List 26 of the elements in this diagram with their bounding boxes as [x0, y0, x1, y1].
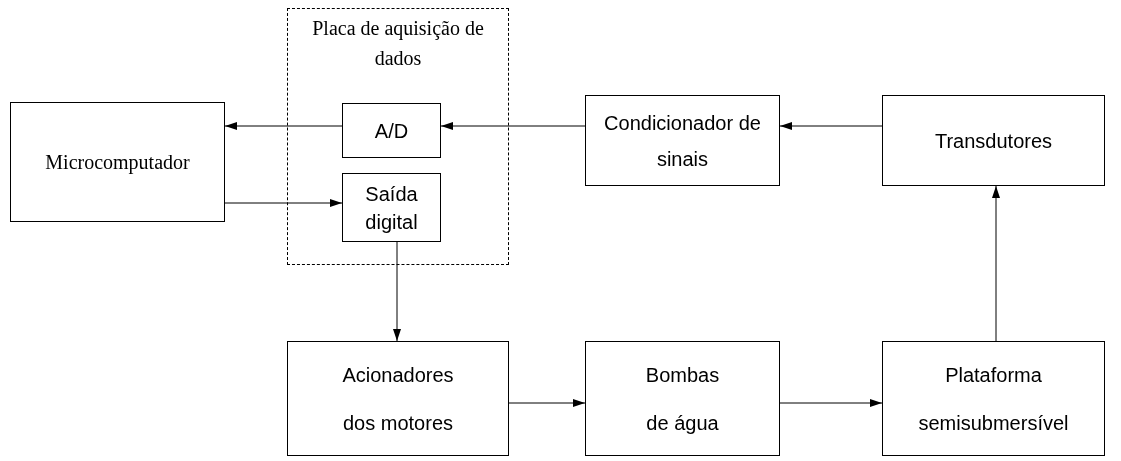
box-label: Placa de aquisição de dados — [311, 16, 485, 71]
process-box — [287, 341, 509, 456]
process-box — [342, 103, 441, 158]
arrow — [224, 122, 343, 130]
arrow — [779, 399, 883, 407]
box-label: A/D — [374, 118, 409, 144]
process-box — [882, 341, 1105, 456]
box-label: Plataforma semisubmersível — [917, 362, 1070, 436]
arrow — [440, 122, 586, 130]
process-box — [10, 102, 225, 222]
arrow — [992, 185, 1000, 342]
group-box — [287, 8, 509, 265]
arrow — [779, 122, 883, 130]
process-box — [342, 173, 441, 242]
process-box — [585, 95, 780, 186]
arrow — [508, 399, 586, 407]
box-label: Acionadores dos motores — [341, 362, 455, 436]
process-box — [882, 95, 1105, 186]
box-label: Microcomputador — [45, 150, 190, 176]
box-label: Bombas de água — [644, 362, 721, 436]
box-label: Saída digital — [364, 181, 419, 235]
arrow — [393, 241, 401, 342]
box-label: Transdutores — [934, 128, 1053, 154]
arrow — [224, 199, 343, 207]
process-box — [585, 341, 780, 456]
box-label: Condicionador de sinais — [603, 110, 762, 172]
